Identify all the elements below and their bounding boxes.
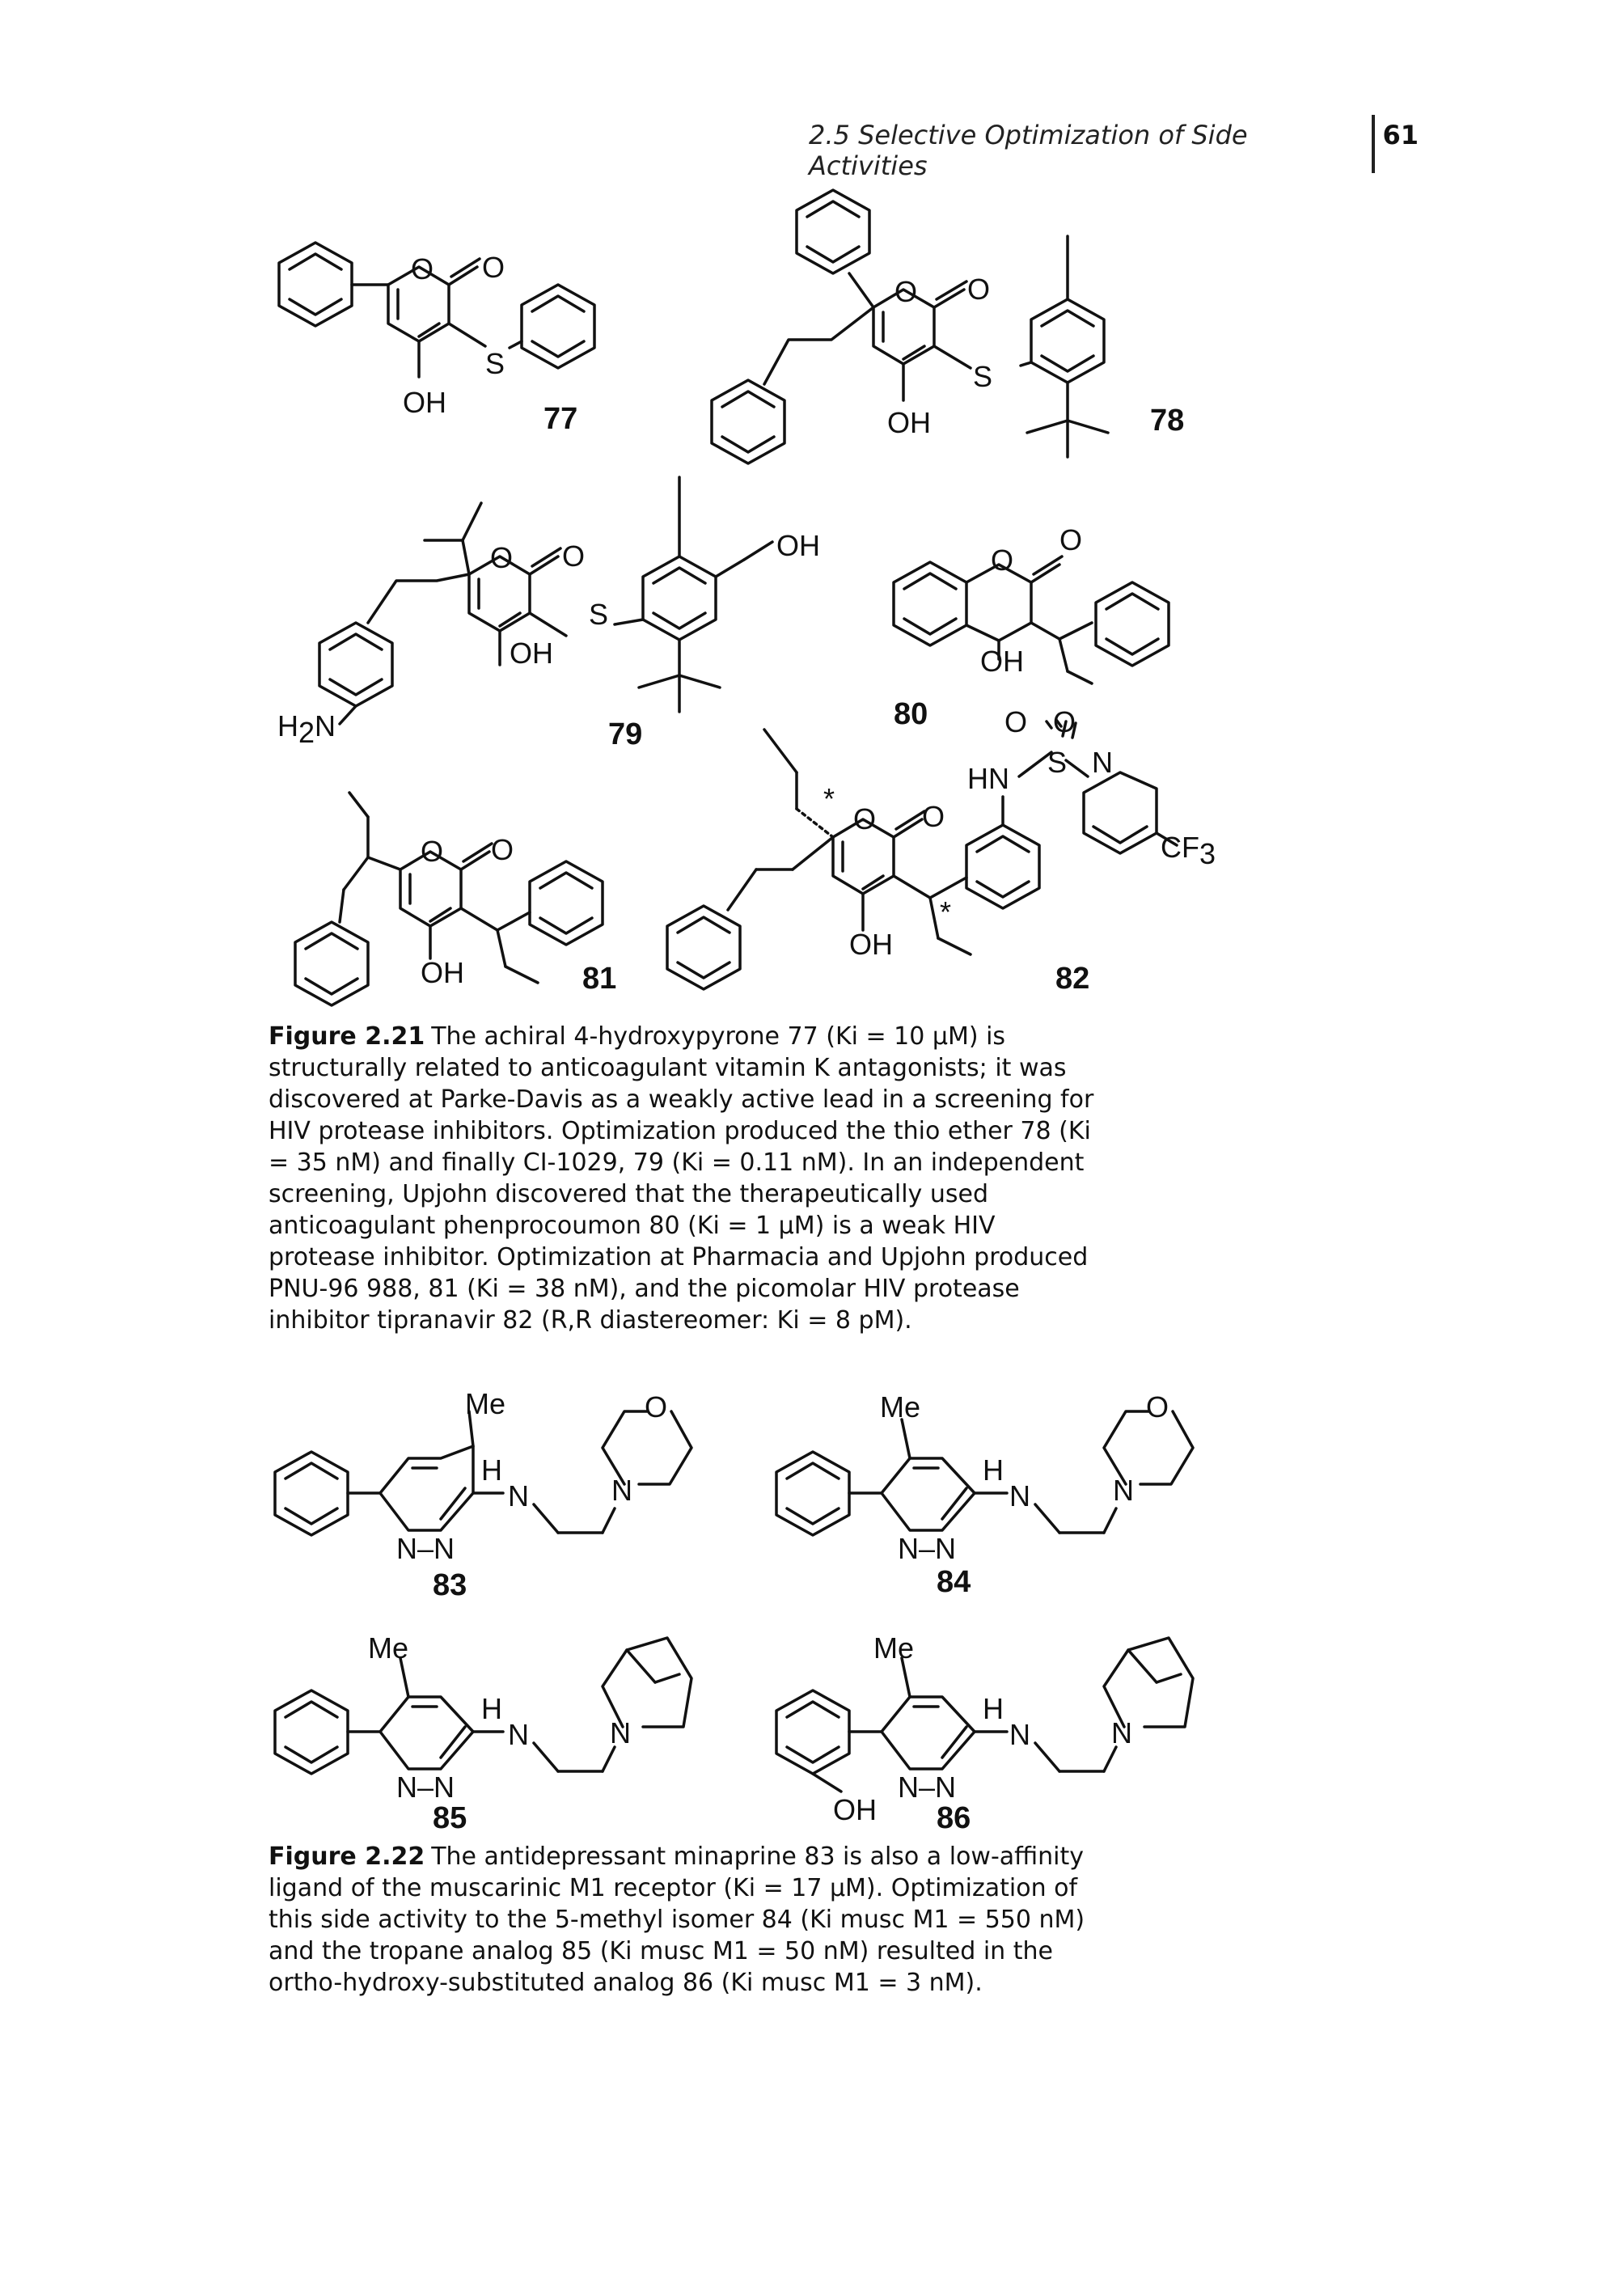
structure-85 [273,1636,693,1775]
atom-label: H [481,1453,502,1487]
atom-label: OH [776,529,820,562]
atom-label: O [562,539,585,573]
atom-label: OH [403,386,446,419]
atom-label: N [1009,1479,1030,1512]
structure-78 [710,188,1110,465]
atom-label: N [508,1718,529,1751]
atom-label: CF3 [1161,831,1216,870]
atom-label: O [991,544,1013,577]
atom-label: H [983,1692,1004,1725]
compound-number-80: 80 [894,697,928,731]
atom-label: OH [980,645,1024,678]
structure-86 [775,1636,1195,1793]
structure-79 [318,476,774,726]
atom-label: S [1047,746,1067,779]
stereo-marker: * [940,895,951,929]
atom-label: O [490,541,513,574]
atom-label: O [1146,1390,1169,1424]
structure-83 [273,1410,693,1537]
atom-label: N–N [898,1532,956,1565]
atom-label: O [894,275,917,308]
atom-label: N–N [396,1771,455,1804]
structure-77 [277,241,596,379]
atom-label: O [482,251,505,284]
compound-number-85: 85 [433,1801,467,1835]
running-head-title: 2.5 Selective Optimization of Side Activ… [809,120,1248,181]
compound-number-81: 81 [582,962,616,996]
atom-label: O [1059,523,1082,556]
atom-label: N [611,1474,632,1507]
atom-label: O [411,252,433,286]
structure-81 [294,791,604,1007]
atom-label: O [1053,705,1076,738]
stereo-marker: * [823,782,835,815]
atom-label: Me [465,1387,505,1420]
atom-label: N [1009,1718,1030,1751]
atom-label: N [1092,746,1113,779]
caption-text: The antidepressant minaprine 83 is also … [269,1842,1085,1997]
atom-label: O [1004,705,1027,738]
atom-label: N [508,1479,529,1512]
atom-label: O [491,833,514,866]
atom-label: Me [368,1631,408,1665]
structure-84 [775,1410,1195,1537]
structure-82 [666,718,1178,991]
structure-80 [892,555,1170,685]
figure-label: Figure 2.22 [269,1842,425,1871]
atom-label: N–N [396,1532,455,1565]
atom-label: N [610,1716,631,1749]
atom-label: H [983,1453,1004,1487]
atom-label: OH [849,928,893,961]
compound-number-84: 84 [937,1565,971,1599]
atom-label: OH [887,406,931,439]
atom-label: O [645,1390,667,1424]
atom-label: Me [873,1631,914,1665]
caption-text: The achiral 4-hydroxypyrone 77 (Ki = 10 … [269,1022,1094,1335]
atom-label: HN [967,762,1009,795]
atom-label: S [973,360,992,393]
atom-label: N–N [898,1771,956,1804]
atom-label: N [1113,1474,1134,1507]
atom-label: OH [510,637,553,670]
atom-label: N [1111,1716,1132,1749]
atom-label: Me [880,1390,920,1424]
atom-label: S [589,598,608,631]
atom-label: O [922,800,945,833]
atom-label: O [853,802,876,836]
header-rule [1372,115,1375,173]
atom-label: H [481,1692,502,1725]
atom-label: O [967,273,990,306]
atom-label: OH [421,956,464,989]
compound-number-82: 82 [1055,962,1089,996]
page-number: 61 [1382,120,1419,150]
running-header: 2.5 Selective Optimization of Side Activ… [809,115,1423,181]
atom-label: S [485,347,505,380]
figure-label: Figure 2.21 [269,1022,425,1051]
atom-label: OH [833,1793,877,1826]
compound-number-79: 79 [608,717,642,751]
compound-number-83: 83 [433,1568,467,1602]
atom-label: H2N [277,709,336,749]
compound-number-78: 78 [1150,404,1184,438]
atom-label: O [421,835,443,868]
compound-number-77: 77 [543,402,577,436]
compound-number-86: 86 [937,1801,971,1835]
